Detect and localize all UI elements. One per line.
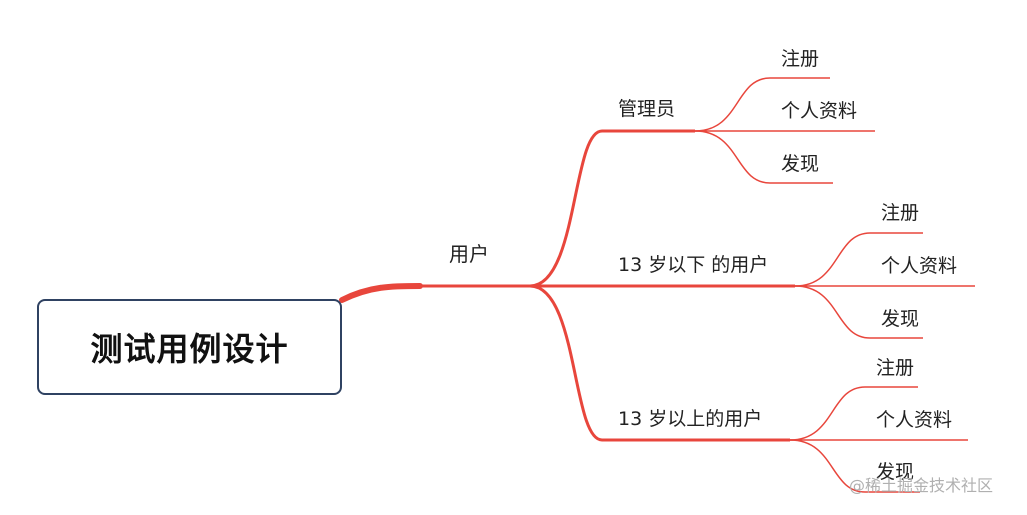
- connector-admin-discover: [694, 130, 833, 184]
- node-user[interactable]: 用户: [449, 242, 489, 266]
- leaf-over13-profile[interactable]: 个人资料: [876, 409, 953, 431]
- root-node[interactable]: 测试用例设计: [37, 299, 342, 395]
- connector-under13-register: [794, 232, 923, 287]
- connector-over13-discover: [789, 439, 920, 493]
- leaf-admin-profile[interactable]: 个人资料: [781, 100, 858, 122]
- connector-user-admin: [529, 129, 695, 288]
- watermark: @稀土掘金技术社区: [849, 476, 994, 495]
- connector-under13-discover: [794, 285, 923, 339]
- connector-over13-register: [789, 386, 918, 441]
- node-under-13[interactable]: 13 岁以下 的用户: [618, 254, 769, 276]
- root-node-label: 测试用例设计: [90, 330, 289, 368]
- leaf-over13-register[interactable]: 注册: [876, 357, 915, 379]
- node-over-13[interactable]: 13 岁以上的用户: [618, 408, 763, 430]
- connector-root-user: [339, 283, 423, 303]
- leaf-under13-discover[interactable]: 发现: [881, 308, 920, 330]
- leaf-admin-discover[interactable]: 发现: [781, 153, 820, 175]
- leaf-over13-discover[interactable]: 发现: [876, 461, 915, 483]
- leaf-under13-profile[interactable]: 个人资料: [881, 255, 958, 277]
- connector-user-over13: [529, 284, 790, 442]
- node-admin[interactable]: 管理员: [618, 98, 676, 120]
- leaf-admin-register[interactable]: 注册: [781, 48, 820, 70]
- leaf-under13-register[interactable]: 注册: [881, 202, 920, 224]
- connector-admin-register: [694, 77, 830, 132]
